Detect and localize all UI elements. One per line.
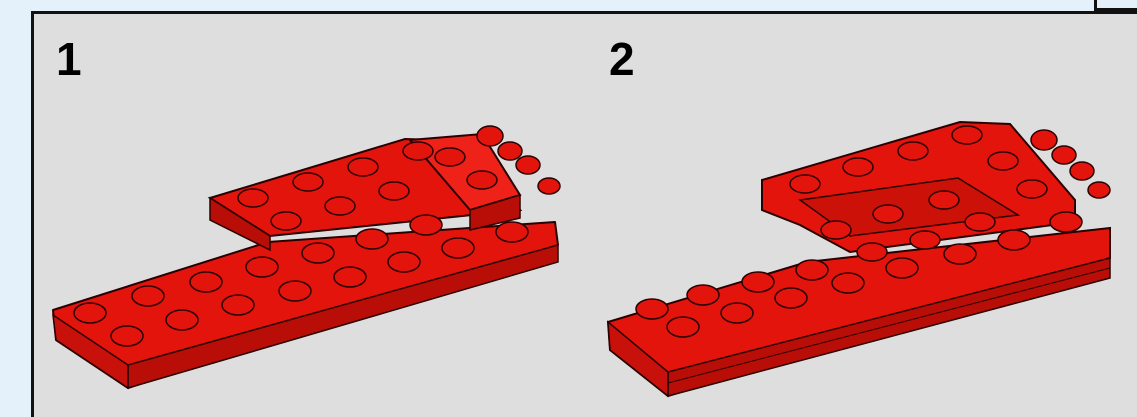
step-1-illustration — [53, 126, 560, 388]
step-2-illustration — [608, 122, 1110, 396]
